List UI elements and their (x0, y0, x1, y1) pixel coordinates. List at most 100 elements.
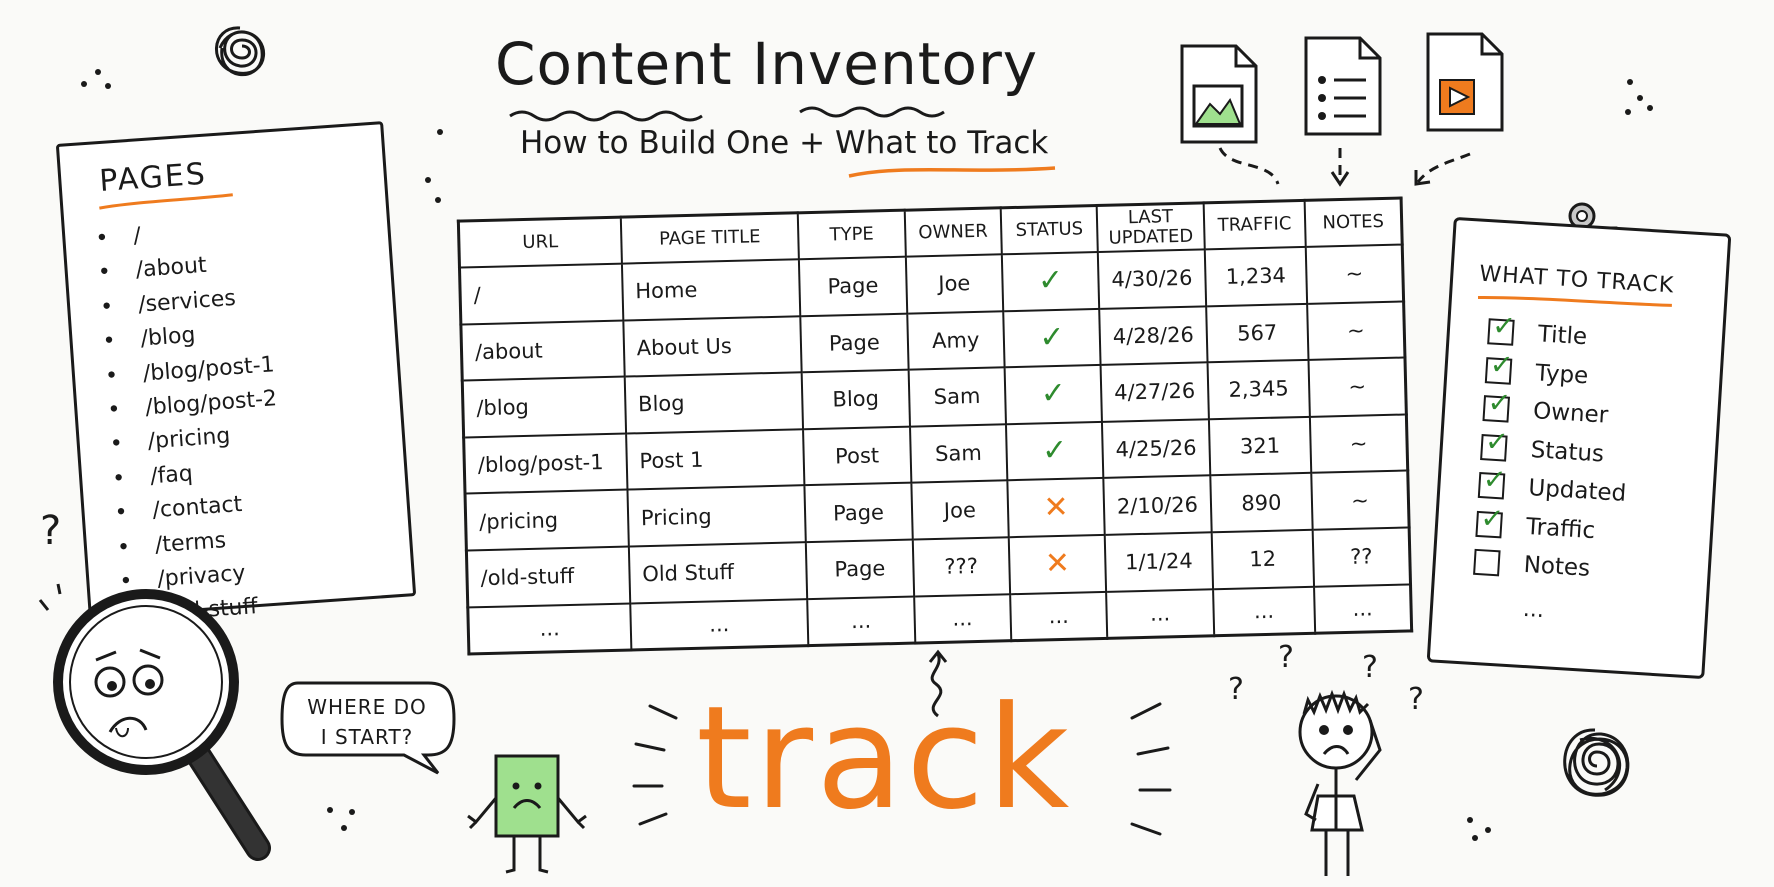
cell-status: ✓ (1001, 251, 1100, 311)
speech-bubble-text: WHERE DO I START? (292, 692, 442, 752)
cell-title: Post 1 (625, 429, 805, 490)
checked-box-icon (1484, 356, 1513, 385)
cell-owner: ... (913, 593, 1012, 644)
emphasis-lines (632, 702, 1172, 836)
scribble-doodle (215, 26, 266, 76)
subtitle-part2: What to Track (834, 125, 1049, 161)
track-headline: track (696, 676, 1073, 841)
column-header: STATUS (1000, 205, 1099, 255)
bubble-line: I START? (320, 725, 414, 749)
cell-updated: ... (1106, 588, 1214, 639)
subtitle-underline (848, 166, 1056, 178)
inventory-table-grid: URL PAGE TITLE TYPE OWNER STATUS LAST UP… (456, 196, 1414, 656)
cell-owner: Sam (909, 424, 1008, 483)
cell-title: ... (629, 598, 809, 650)
question-mark: ? (40, 508, 62, 554)
cell-updated: 4/25/26 (1102, 419, 1210, 479)
checklist-item: Notes (1473, 543, 1623, 590)
cell-owner: Sam (908, 367, 1006, 427)
cell-updated: 1/1/24 (1104, 532, 1213, 592)
cell-updated: 4/27/26 (1100, 362, 1209, 422)
question-mark: ? (1228, 672, 1244, 707)
image-file-icon (1180, 44, 1258, 144)
cell-url: /blog (462, 376, 626, 438)
cell-notes: ~ (1308, 357, 1407, 417)
checked-box-icon (1475, 510, 1503, 539)
cell-traffic: 890 (1209, 473, 1313, 533)
cell-traffic: 567 (1205, 303, 1309, 363)
clipboard-heading-underline (1477, 296, 1672, 307)
cell-title: Blog (624, 372, 804, 434)
cell-status: ✓ (1004, 365, 1103, 425)
cell-url: /about (460, 320, 625, 381)
cell-updated: 4/30/26 (1098, 249, 1206, 309)
cell-owner: Joe (905, 254, 1004, 314)
cell-notes: ~ (1305, 244, 1404, 304)
cell-traffic: 321 (1208, 416, 1312, 476)
arrows-doodle (1218, 147, 1471, 187)
title-underline (509, 106, 945, 122)
cell-status: ✓ (1003, 308, 1101, 368)
checked-box-icon (1487, 318, 1515, 347)
cell-url: / (459, 263, 624, 325)
speech-bubble (280, 681, 456, 775)
cell-url: /blog/post-1 (463, 433, 628, 494)
check-icon: ✓ (1040, 376, 1067, 412)
cell-owner: Amy (906, 310, 1005, 370)
cell-status: ... (1010, 591, 1108, 641)
column-header: LAST UPDATED (1096, 202, 1205, 252)
column-header: TRAFFIC (1203, 200, 1306, 250)
column-header: NOTES (1304, 198, 1403, 247)
subtitle: How to Build One + What to Track (520, 125, 1048, 161)
checklist-label: Traffic (1525, 513, 1596, 544)
page-title: Content Inventory (495, 30, 1039, 98)
squiggle-arrow (928, 649, 948, 718)
question-mark: ? (1362, 650, 1378, 685)
checklist-label: Notes (1522, 552, 1591, 583)
check-icon: ✓ (1038, 319, 1065, 356)
check-icon: ✓ (1041, 432, 1068, 469)
scribble-doodle (1563, 728, 1630, 797)
checked-box-icon (1480, 433, 1508, 462)
question-mark: ? (1408, 682, 1424, 717)
cell-status: ✕ (1007, 478, 1105, 538)
column-header: PAGE TITLE (620, 212, 800, 264)
cell-updated: 4/28/26 (1099, 305, 1208, 366)
cell-status: ✕ (1008, 534, 1107, 594)
checked-box-icon (1477, 472, 1506, 500)
question-mark: ? (1278, 640, 1294, 675)
checklist-label: Updated (1527, 475, 1627, 508)
empty-box-icon (1473, 549, 1501, 577)
checklist-more: ... (1522, 596, 1545, 624)
checklist-label: Status (1530, 436, 1605, 468)
checklist: TitleTypeOwnerStatusUpdatedTrafficNotes (1473, 312, 1637, 590)
cell-title: Pricing (627, 485, 806, 547)
checked-box-icon (1482, 395, 1510, 423)
cell-notes: ~ (1307, 301, 1405, 361)
column-header: URL (458, 217, 622, 268)
cell-type: Page (800, 313, 909, 373)
list-file-icon (1304, 36, 1382, 136)
cell-title: Old Stuff (628, 542, 808, 604)
column-header: TYPE (797, 210, 906, 260)
cell-traffic: 12 (1211, 529, 1315, 589)
cell-updated: 2/10/26 (1103, 475, 1212, 535)
cell-url: /pricing (465, 489, 629, 551)
sad-document-character (467, 754, 587, 874)
checklist-label: Owner (1532, 398, 1609, 429)
checklist-label: Title (1537, 321, 1588, 351)
cell-traffic: 2,345 (1207, 360, 1310, 420)
cell-notes: ~ (1309, 414, 1408, 474)
cell-type: Blog (801, 369, 910, 430)
cell-title: About Us (623, 315, 802, 377)
subtitle-part1: How to Build One + (520, 125, 826, 161)
cell-owner: ??? (912, 537, 1011, 597)
cell-title: Home (621, 259, 801, 321)
cell-status: ✓ (1005, 421, 1104, 481)
cross-icon: ✕ (1043, 489, 1070, 526)
pages-heading: PAGES (98, 156, 208, 200)
cell-traffic: ... (1212, 586, 1316, 636)
cell-type: Post (803, 426, 912, 486)
cell-url: ... (467, 603, 632, 654)
